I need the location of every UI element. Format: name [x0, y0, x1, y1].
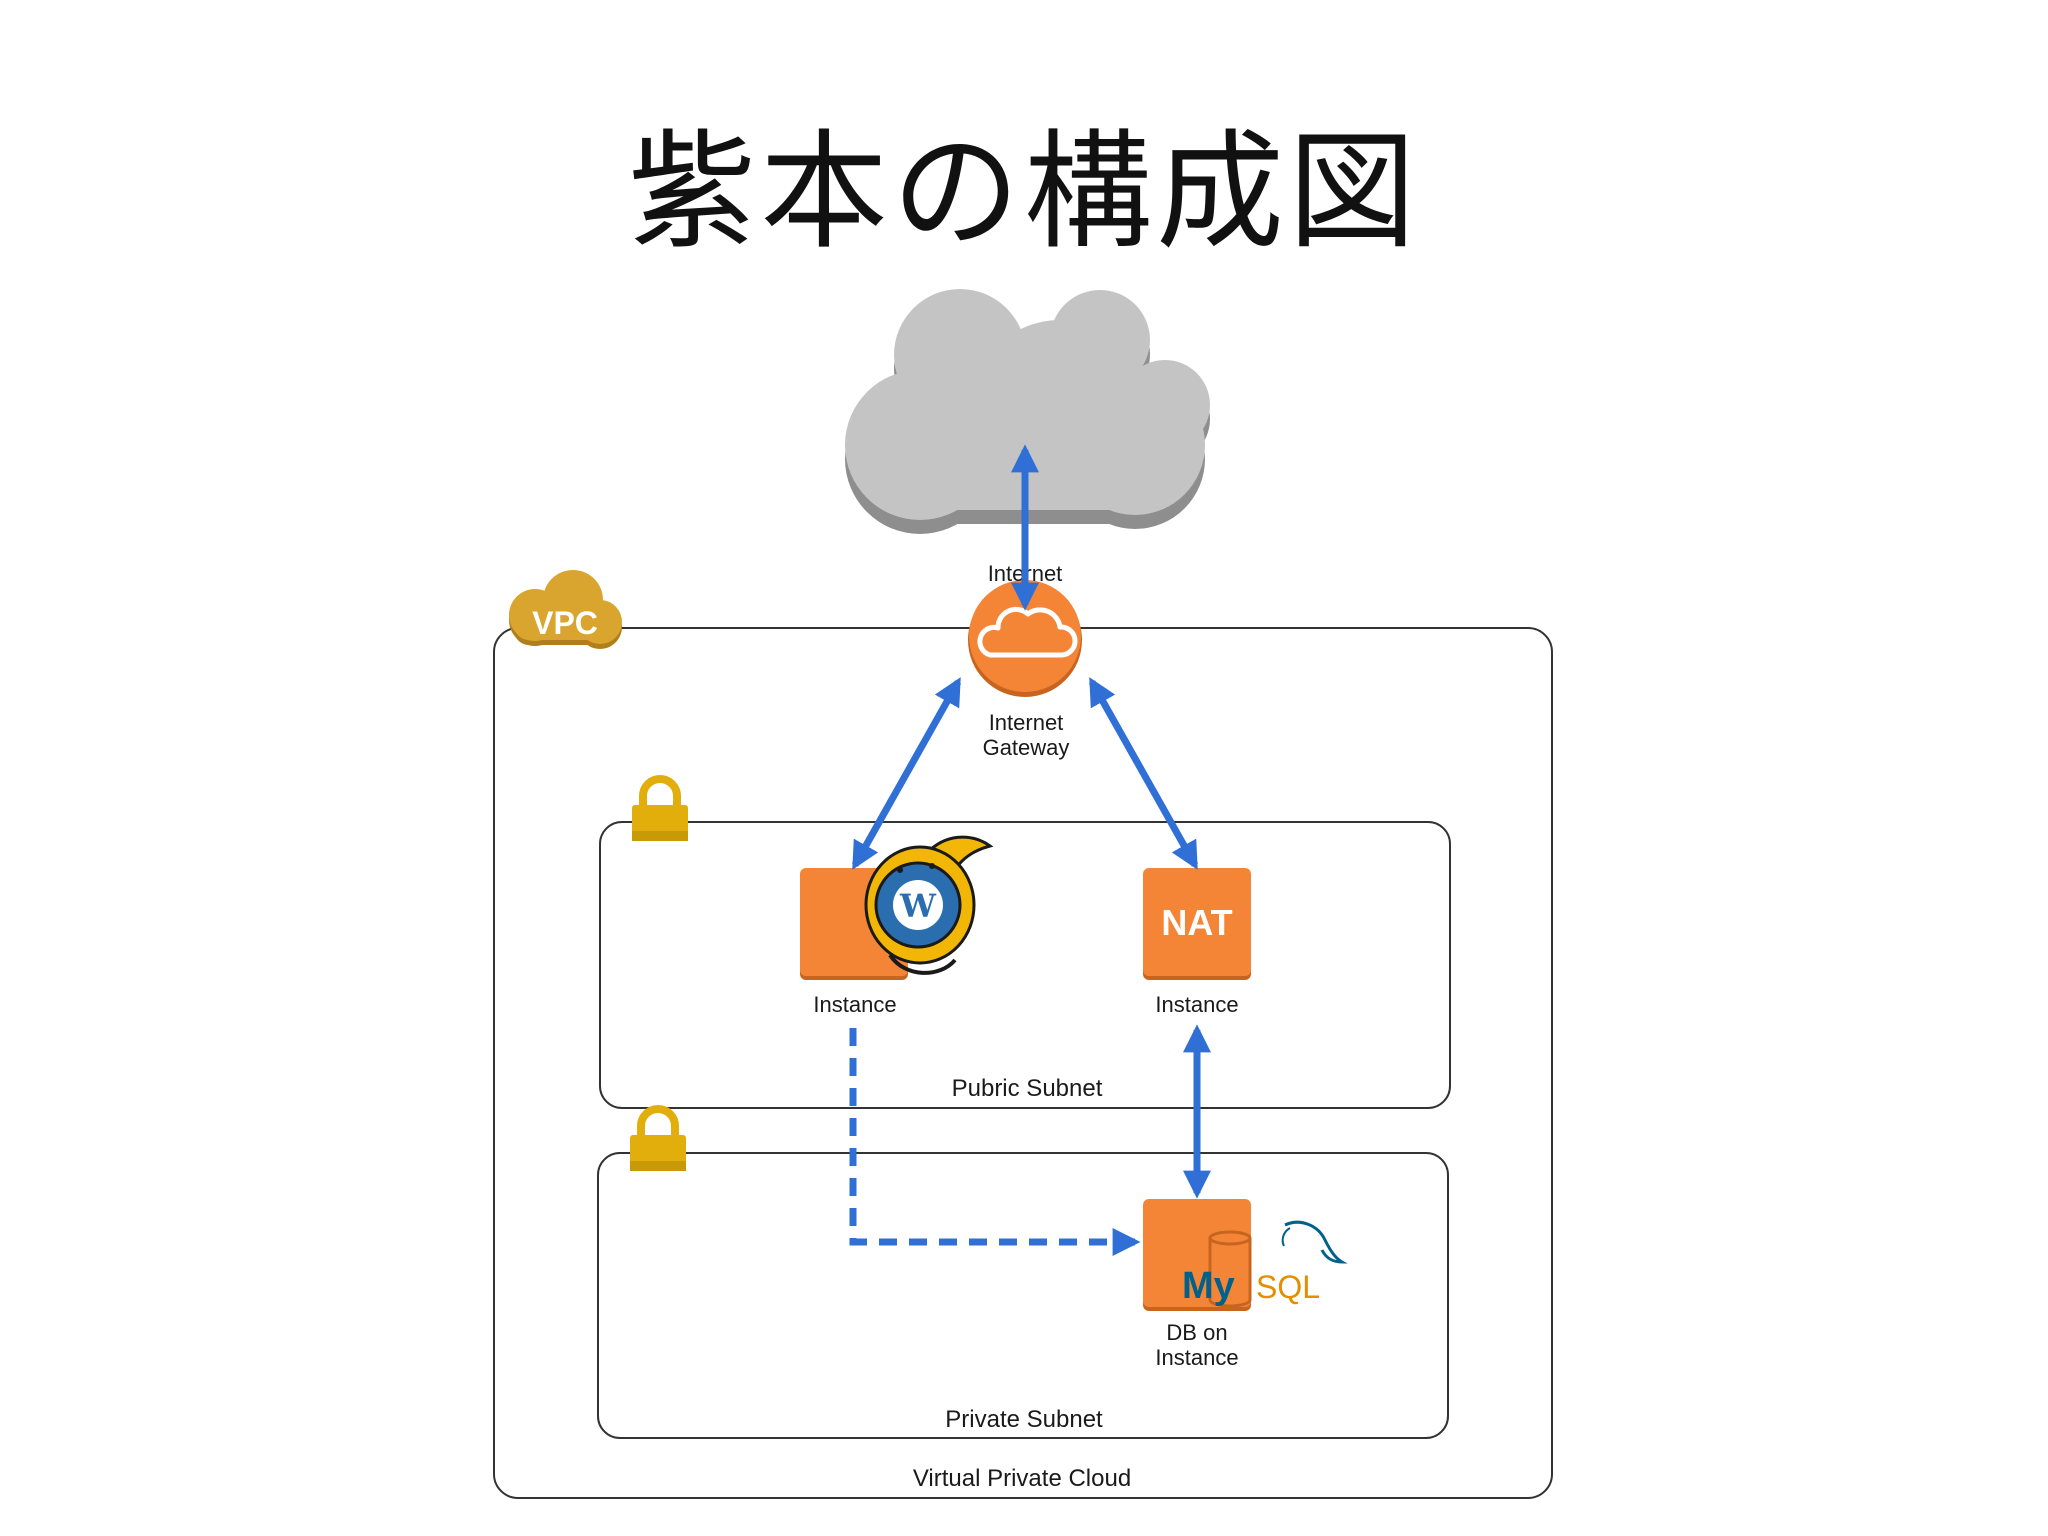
public-subnet-boundary [599, 821, 1451, 1109]
public-subnet-label: Pubric Subnet [952, 1075, 1103, 1102]
db-instance-label-line2: Instance [1155, 1345, 1238, 1370]
nat-badge: NAT [1161, 902, 1232, 943]
gateway-label-line2: Gateway [983, 735, 1070, 760]
vpc-label: Virtual Private Cloud [913, 1465, 1131, 1492]
mysql-dolphin-icon [1281, 1220, 1348, 1264]
vpc-badge-label: VPC [532, 605, 598, 641]
gateway-label-line1: Internet [989, 710, 1064, 735]
lock-icon [630, 1105, 686, 1171]
nat-instance: NAT [1143, 868, 1251, 980]
internet-gateway [968, 580, 1082, 697]
db-instance-label-line1: DB on [1166, 1320, 1227, 1345]
page-title: 紫本の構成図 [627, 118, 1420, 267]
wordpress-logo-letter: W [899, 887, 937, 925]
lock-icon [632, 775, 688, 841]
private-subnet-boundary [597, 1152, 1449, 1439]
mysql-logo-sql: SQL [1256, 1269, 1320, 1305]
arrow-web-db-dashed [849, 1028, 1141, 1256]
internet-gateway-icon [977, 606, 1078, 658]
db-instance: My SQL [1143, 1199, 1348, 1311]
mysql-logo-my: My [1182, 1265, 1235, 1307]
nat-instance-label: Instance [1155, 992, 1238, 1017]
web-instance: W [800, 835, 994, 980]
arrow-gateway-nat [1088, 677, 1199, 870]
private-subnet-label: Private Subnet [945, 1406, 1103, 1433]
web-instance-label: Instance [813, 992, 896, 1017]
vpc-badge: VPC [509, 570, 622, 649]
arrow-gateway-web [851, 677, 962, 870]
database-icon [1208, 1230, 1252, 1308]
connections [849, 444, 1211, 1256]
